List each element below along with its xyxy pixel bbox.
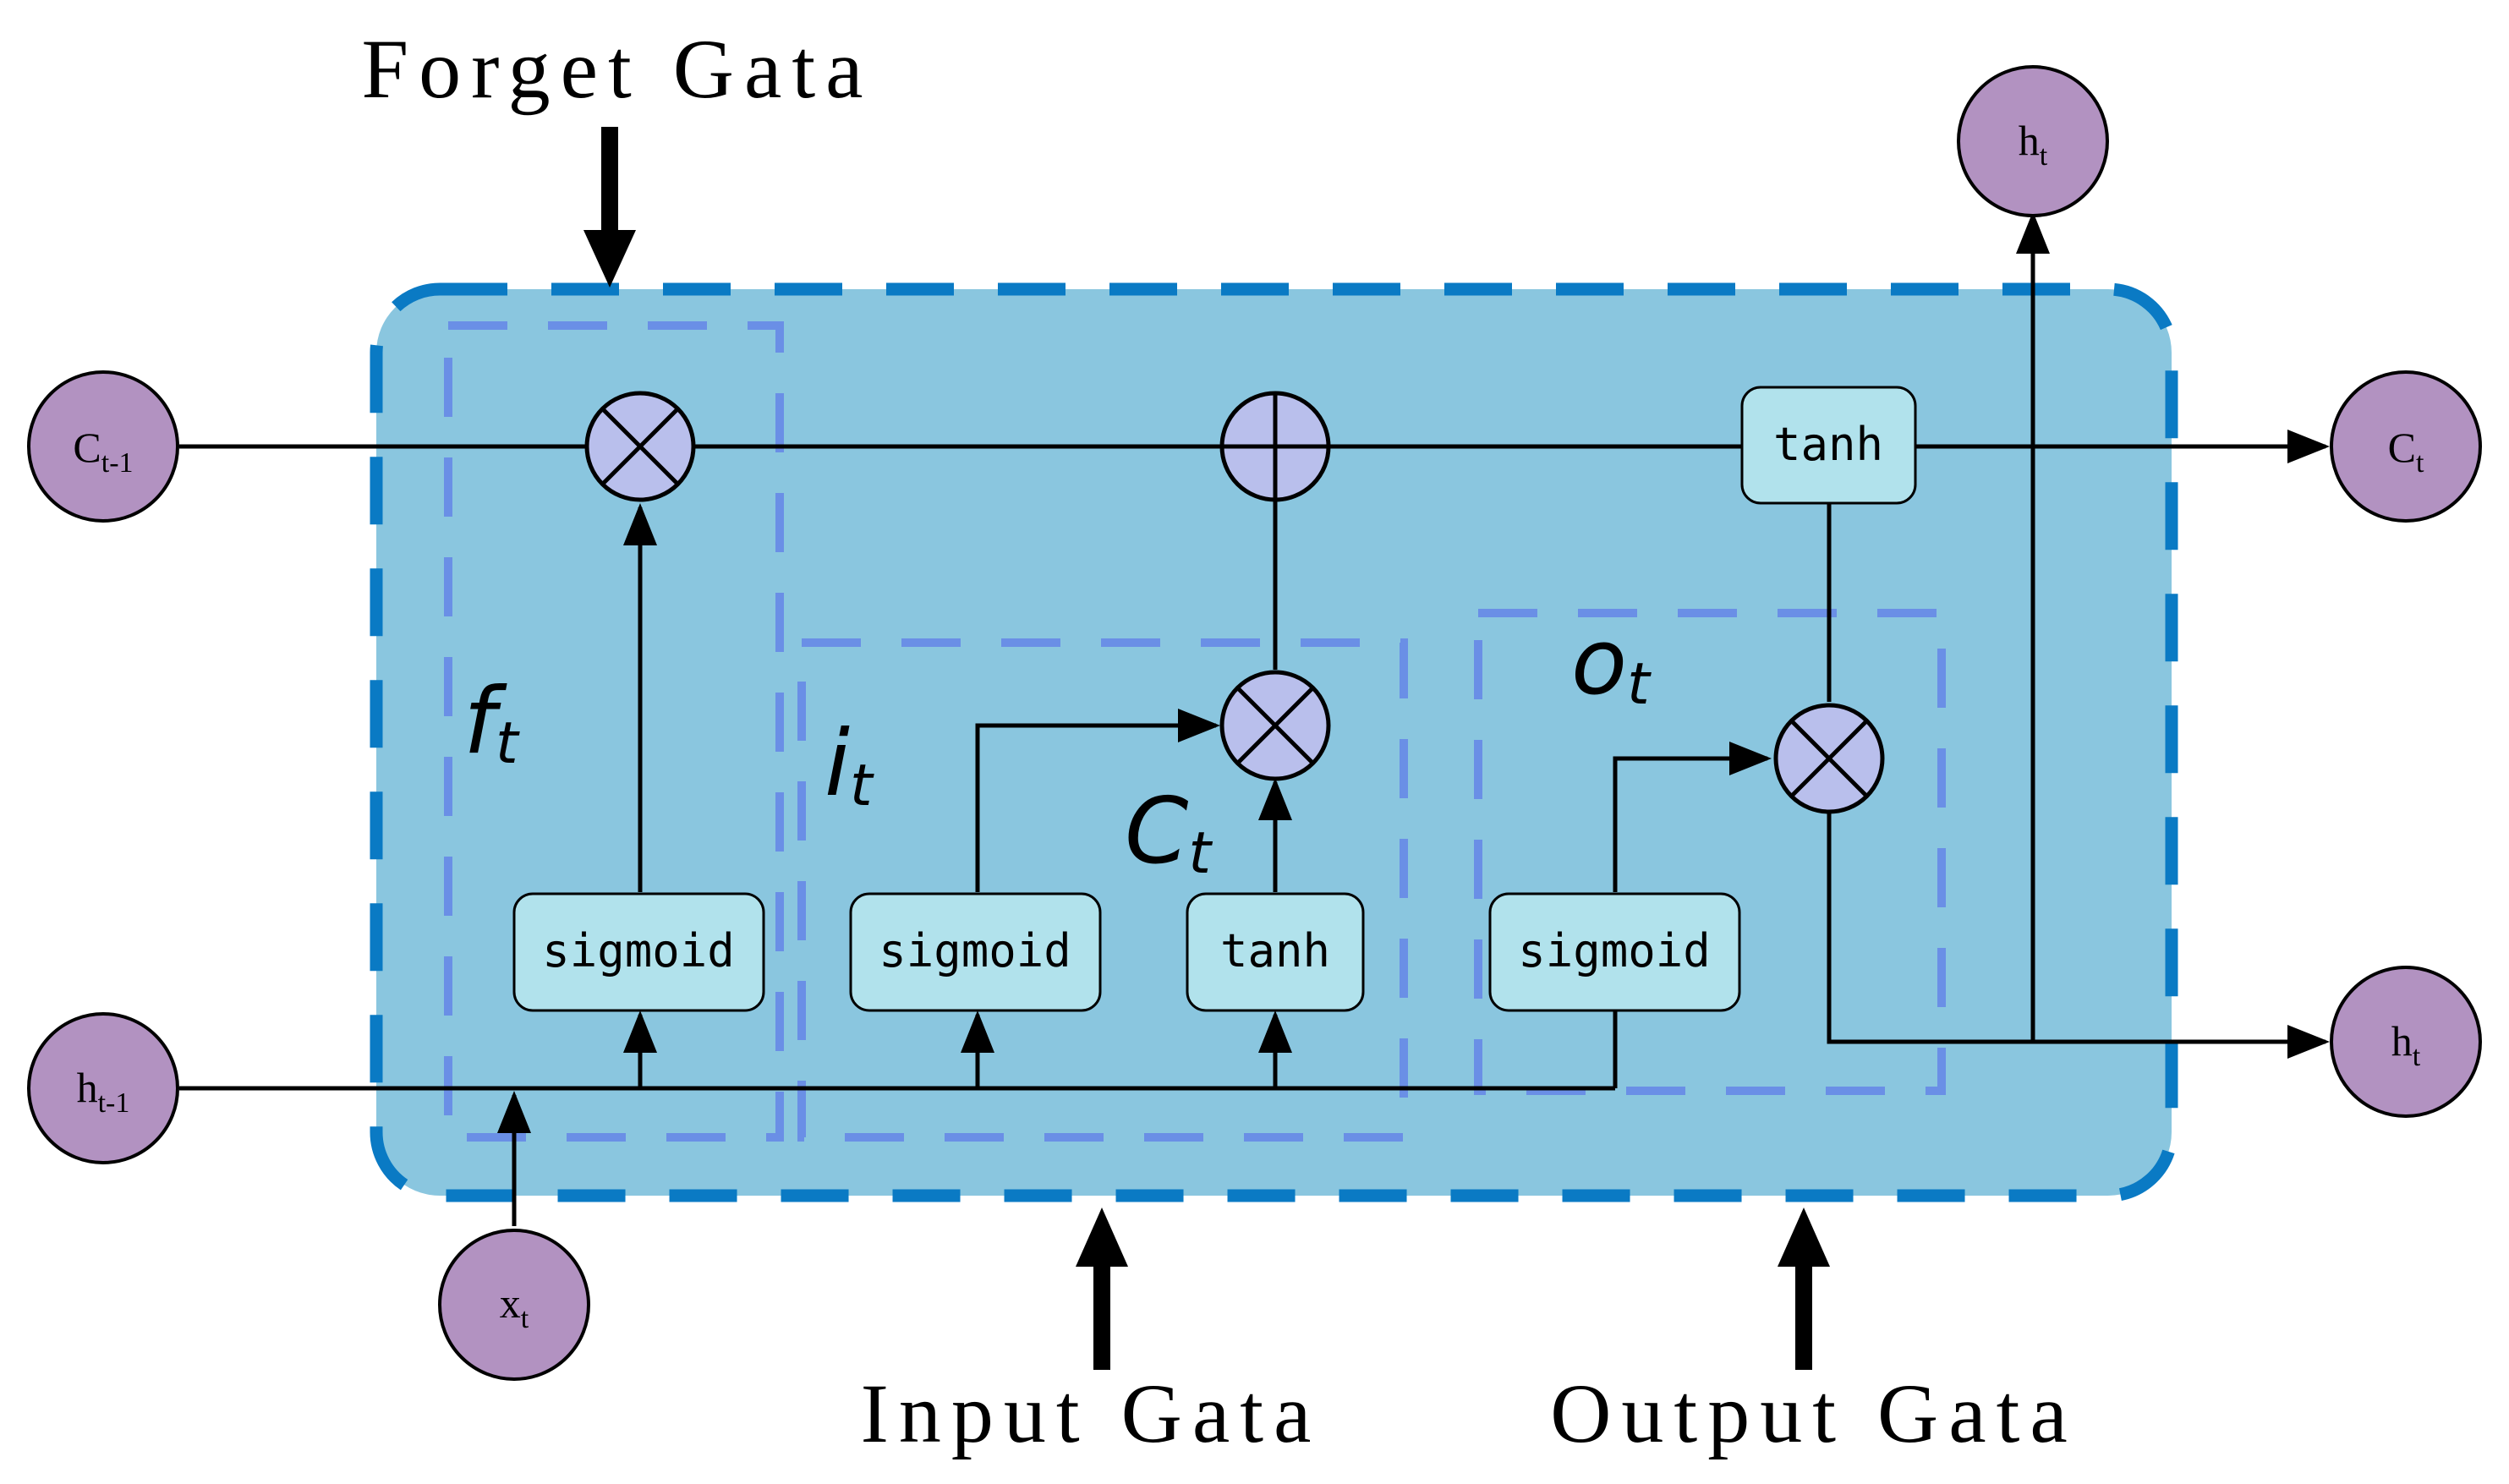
svg-text:xt: xt	[500, 1279, 529, 1334]
node-h-t-right: ht	[2330, 966, 2482, 1118]
input-gate-label: Input Gata	[861, 1366, 1322, 1460]
tanh-candidate-label: tanh	[1220, 924, 1330, 977]
sigmoid-forget-block: sigmoid	[512, 892, 765, 1012]
output-multiply-op	[1773, 703, 1885, 814]
tanh-cell-block: tanh	[1740, 386, 1917, 505]
output-sigmoid-out	[1613, 742, 1772, 892]
svg-text:ht: ht	[2391, 1017, 2421, 1072]
svg-text:Ct-1: Ct-1	[73, 424, 133, 479]
node-h-prev: ht-1	[27, 1012, 179, 1164]
sigmoid-output-block: sigmoid	[1488, 892, 1741, 1012]
output-gate-label: Output Gata	[1550, 1366, 2078, 1460]
sigmoid-output-label: sigmoid	[1518, 924, 1711, 977]
forget-gate-box	[444, 321, 784, 1142]
tanh-candidate-block: tanh	[1186, 892, 1365, 1012]
input-multiply-op	[1219, 670, 1331, 781]
forget-gate-label: Forget Gata	[361, 22, 873, 116]
output-to-ht	[1827, 813, 2330, 1059]
node-h-t-top: ht	[1957, 65, 2109, 217]
add-op	[1219, 391, 1331, 502]
input-gate-arrow	[1076, 1207, 1128, 1370]
symbol-ct: Ct	[1125, 779, 1213, 887]
svg-text:Ct: Ct	[2388, 424, 2424, 479]
tanh-cell-label: tanh	[1773, 418, 1883, 471]
svg-text:ht: ht	[2019, 117, 2048, 172]
sigmoid-forget-label: sigmoid	[542, 924, 735, 977]
node-c-t: Ct	[2330, 370, 2482, 523]
node-c-prev: Ct-1	[27, 370, 179, 523]
node-xt: xt	[438, 1229, 590, 1381]
sigmoid-input-block: sigmoid	[849, 892, 1102, 1012]
symbol-it: it	[824, 711, 874, 819]
input-gate-box	[797, 638, 1408, 1142]
svg-text:ht-1: ht-1	[77, 1064, 130, 1119]
symbol-ot: ot	[1571, 610, 1652, 718]
output-gate-box	[1474, 609, 1946, 1095]
output-gate-arrow	[1778, 1207, 1830, 1370]
input-sigmoid-out	[975, 709, 1220, 892]
sigmoid-input-label: sigmoid	[879, 924, 1071, 977]
forget-gate-arrow	[583, 127, 636, 287]
forget-multiply-op	[584, 391, 696, 502]
